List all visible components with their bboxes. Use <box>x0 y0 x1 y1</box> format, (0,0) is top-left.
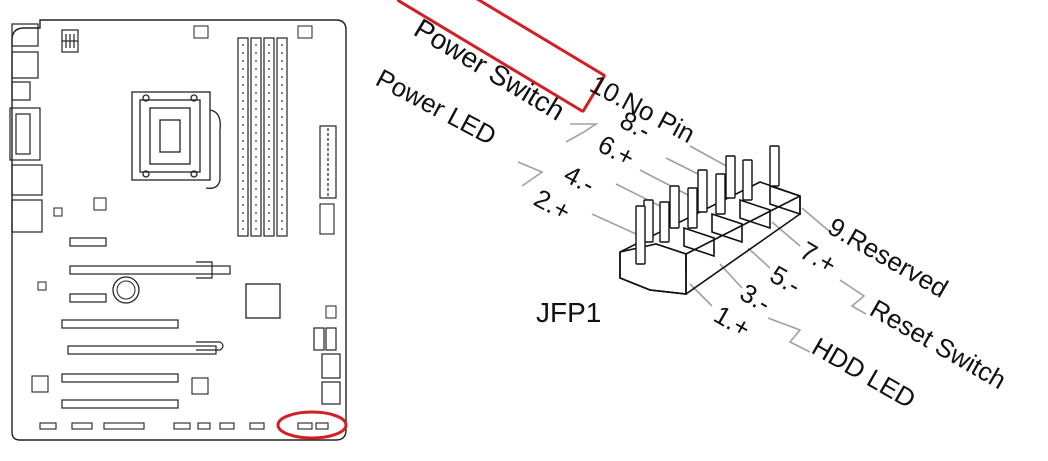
connector-name: JFP1 <box>536 297 601 328</box>
chipset <box>245 283 281 319</box>
cmos-battery <box>112 276 140 304</box>
fan-header <box>93 197 107 211</box>
chip <box>191 377 209 395</box>
power-led-bracket <box>517 161 544 187</box>
motherboard-illustration <box>9 19 348 441</box>
pin-4 <box>687 187 698 229</box>
pin-5 <box>669 185 680 229</box>
pin-6 <box>715 173 726 215</box>
pin-9 <box>725 155 736 199</box>
pin-label-9: 9.Reserved <box>823 211 953 303</box>
pin-10 <box>769 145 780 187</box>
sata-ports <box>313 327 341 405</box>
rear-io <box>9 23 43 233</box>
bottom-headers <box>39 422 329 430</box>
pin-1 <box>635 205 646 265</box>
cpu-socket <box>131 91 221 189</box>
power-switch-bracket <box>565 123 599 143</box>
pin-7 <box>697 169 708 213</box>
pin-2 <box>659 201 670 243</box>
leader-lines <box>517 123 867 353</box>
fan-header <box>325 305 337 319</box>
jfp1-location-highlight <box>276 410 348 440</box>
chip <box>31 375 49 393</box>
chip <box>37 281 47 291</box>
chip <box>53 207 63 217</box>
memory-slots <box>237 37 288 237</box>
expansion-slots <box>61 237 231 409</box>
hdd-led-bracket <box>767 317 811 353</box>
fan-header <box>193 25 209 39</box>
pin-8 <box>742 159 753 201</box>
hdd-led-label: HDD LED <box>807 331 921 414</box>
header-pins <box>635 145 780 265</box>
atx-power-connector <box>319 125 337 199</box>
usb3-header <box>319 203 335 235</box>
fan-header <box>297 25 313 39</box>
reset-switch-bracket <box>839 279 867 315</box>
cpu-power-connector <box>61 29 79 53</box>
board-outline <box>11 19 347 441</box>
power-switch-highlight-box <box>396 0 606 113</box>
